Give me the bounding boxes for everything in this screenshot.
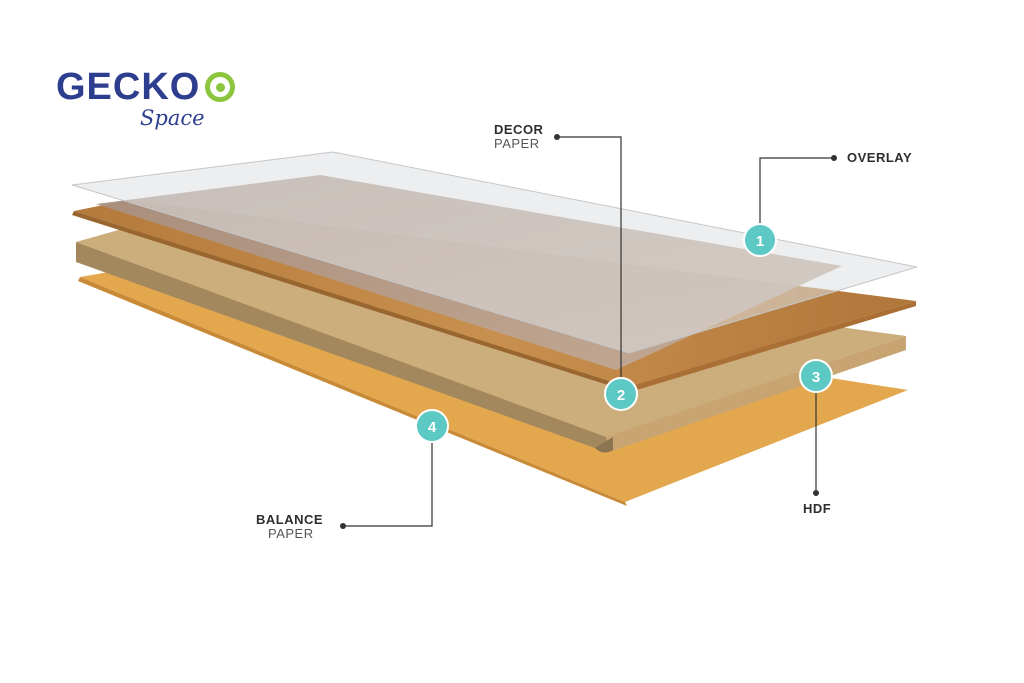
badge-2-number: 2 (617, 387, 625, 404)
badge-4: 4 (415, 409, 449, 443)
label-hdf-name: HDF (803, 501, 832, 516)
label-balance-name: BALANCE (256, 512, 324, 527)
logo-brand: GECKO (56, 66, 201, 108)
leader-dots (340, 134, 837, 529)
badge-2: 2 (604, 377, 638, 411)
overlay-layer (71, 151, 918, 354)
label-balance-paper: BALANCE PAPER (256, 513, 323, 541)
label-overlay-name: OVERLAY (847, 150, 913, 165)
gecko-space-logo: GECKO Space (56, 64, 235, 144)
label-hdf: HDF (803, 502, 831, 516)
label-balance-sub: PAPER (268, 526, 314, 541)
gecko-logo-icon (205, 72, 235, 102)
badge-1: 1 (743, 223, 777, 257)
badge-4-number: 4 (428, 419, 437, 436)
badge-3-number: 3 (812, 369, 820, 386)
leader-lines (344, 136, 833, 527)
label-decor-sub: PAPER (494, 136, 540, 151)
badge-3: 3 (799, 359, 833, 393)
label-decor-paper: DECOR PAPER (494, 123, 543, 151)
label-decor-name: DECOR (494, 122, 544, 137)
badge-1-number: 1 (756, 233, 764, 250)
logo-tagline: Space (140, 106, 205, 130)
label-overlay: OVERLAY (847, 151, 912, 165)
